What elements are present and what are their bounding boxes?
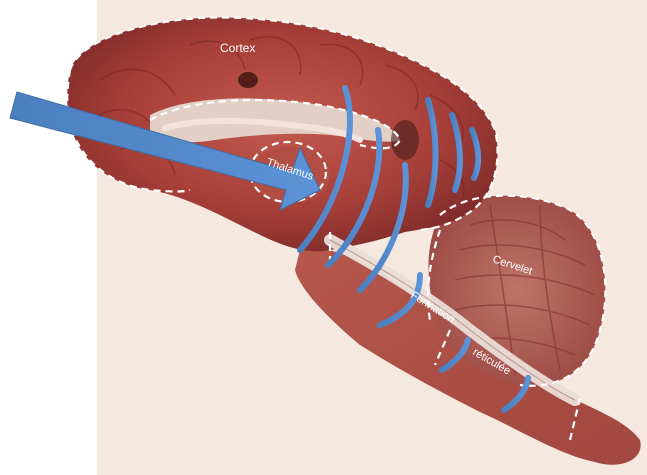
dark-spot-2 xyxy=(391,120,419,160)
cortex-label: Cortex xyxy=(220,41,255,55)
dark-spot xyxy=(238,72,258,88)
